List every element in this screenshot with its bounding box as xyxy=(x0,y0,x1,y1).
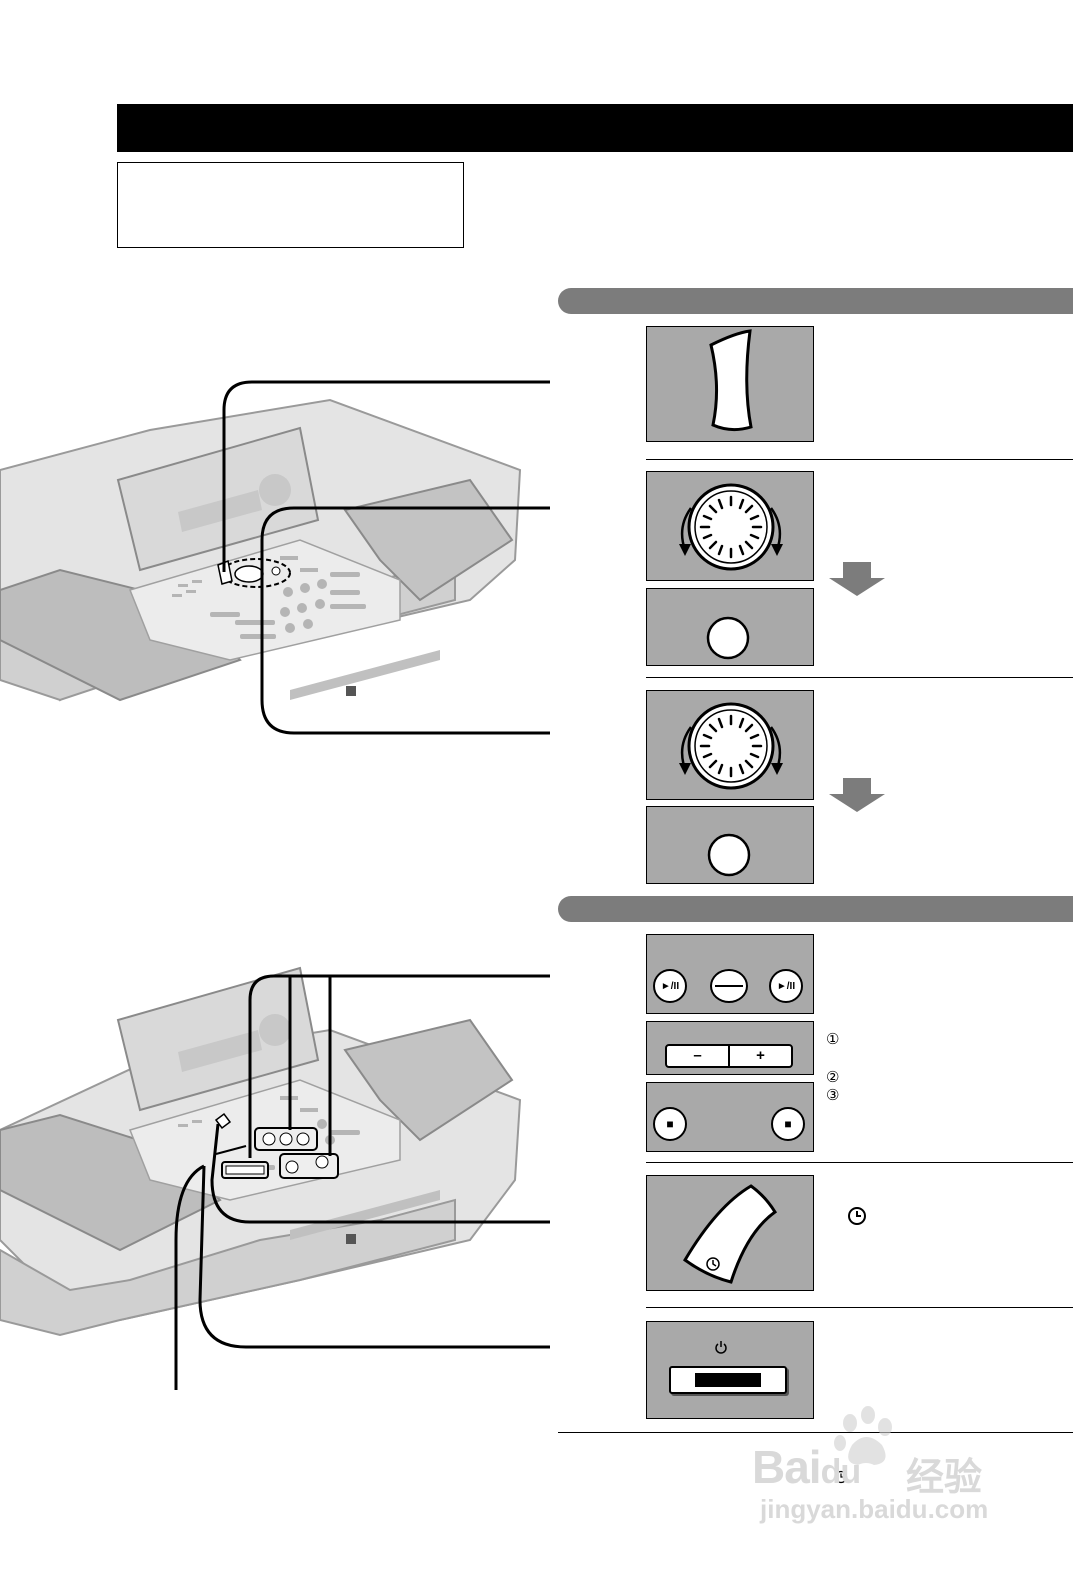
down-arrow-icon xyxy=(829,562,885,596)
jog-dial-icon xyxy=(679,483,783,571)
panel-minus-plus: – + xyxy=(646,1021,814,1075)
stop-left-button: ■ xyxy=(653,1107,687,1141)
power-switch xyxy=(669,1366,787,1394)
round-button-icon xyxy=(707,833,751,877)
divider-1 xyxy=(646,459,1073,460)
panel-play-buttons: ►/II ►/II xyxy=(646,934,814,1014)
stop-right-button: ■ xyxy=(771,1107,805,1141)
minus-plus-rocker: – + xyxy=(665,1044,793,1068)
minus-button: – xyxy=(667,1046,730,1066)
divider-4 xyxy=(646,1307,1073,1308)
play-pause-right-button: ►/II xyxy=(769,969,803,1003)
watermark-jingyan: 经验 xyxy=(906,1457,983,1499)
divider-3 xyxy=(646,1162,1073,1163)
divider-2 xyxy=(646,677,1073,678)
panel-jog-dial-1 xyxy=(646,471,814,581)
section-bar-bottom xyxy=(558,896,1073,922)
panel-button-2 xyxy=(646,806,814,884)
panel-button-1 xyxy=(646,588,814,666)
timer-lever-icon xyxy=(683,1184,778,1284)
step-marker-1: ① xyxy=(826,1031,840,1048)
panel-timer-lever xyxy=(646,1175,814,1291)
clock-icon xyxy=(848,1207,866,1225)
power-icon xyxy=(715,1341,727,1354)
section-bar-top xyxy=(558,288,1073,314)
play-pause-left-button: ►/II xyxy=(653,969,687,1003)
panel-power-switch xyxy=(646,1321,814,1419)
boombox-illustration-bottom xyxy=(0,966,550,1390)
jog-dial-icon xyxy=(679,702,783,790)
watermark-url: jingyan.baidu.com xyxy=(760,1494,989,1524)
header-bar xyxy=(117,104,1073,152)
title-box xyxy=(117,162,464,248)
clock-icon xyxy=(834,1470,848,1484)
watermark-logo: Baidu xyxy=(752,1441,861,1493)
lever-icon xyxy=(709,329,753,432)
step-marker-3: ③ xyxy=(826,1087,840,1104)
center-button xyxy=(710,969,748,1003)
panel-stop-buttons: ■ ■ xyxy=(646,1082,814,1152)
panel-lever xyxy=(646,326,814,442)
watermark-paw-icon xyxy=(834,1406,892,1465)
boombox-illustration-top xyxy=(0,380,550,735)
divider-bottom xyxy=(558,1432,1073,1433)
step-marker-2: ② xyxy=(826,1069,840,1086)
down-arrow-icon xyxy=(829,778,885,812)
round-button-icon xyxy=(706,616,750,660)
panel-jog-dial-2 xyxy=(646,690,814,800)
plus-button: + xyxy=(756,1047,765,1064)
